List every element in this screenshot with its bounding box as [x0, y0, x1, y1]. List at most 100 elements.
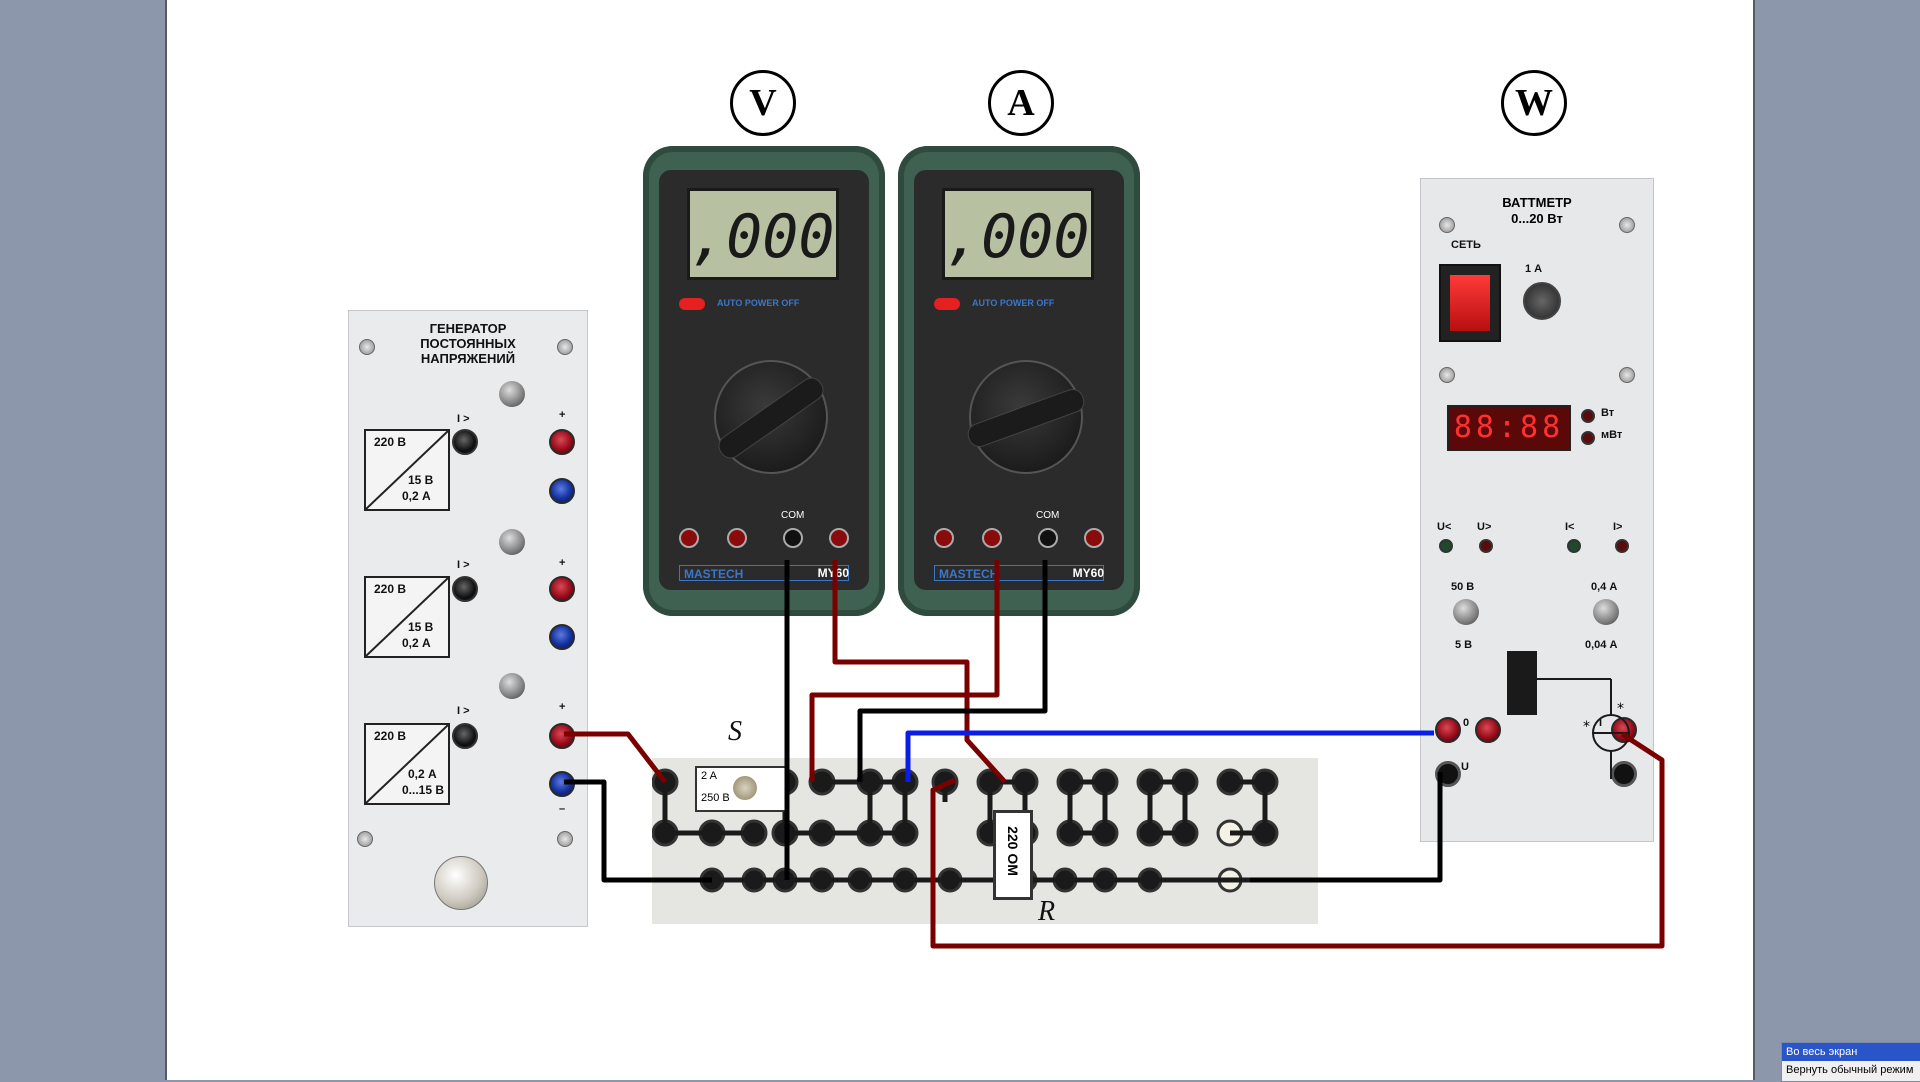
wattmeter-title: ВАТТМЕТР 0...20 Вт [1502, 195, 1572, 226]
com-label: COM [1036, 510, 1060, 521]
unit-milliwatt-label: мВт [1601, 429, 1623, 441]
meter-face: ,000 AUTO POWER OFF COM MASTECH MY60 [914, 170, 1124, 590]
u-high-label: U> [1477, 521, 1492, 533]
blue-wire-board-to-wattmeter [905, 730, 1434, 782]
led-i-high [1615, 539, 1629, 553]
current-terminal-1[interactable] [1475, 717, 1501, 743]
led-i-low [1567, 539, 1581, 553]
i-low-label: I< [1565, 521, 1575, 533]
jack-com[interactable] [783, 528, 803, 548]
jack-10a[interactable] [934, 528, 954, 548]
voltage-range-toggle[interactable] [1453, 599, 1479, 625]
switch-label: S [728, 716, 742, 747]
ammeter-multimeter: ,000 AUTO POWER OFF COM MASTECH MY60 [898, 146, 1140, 616]
negative-terminal-1[interactable] [549, 478, 575, 504]
overcurrent-label: I > [457, 559, 470, 571]
output-voltage: 15 В [408, 473, 434, 487]
jack-ma[interactable] [727, 528, 747, 548]
meter-input-jacks [679, 528, 849, 552]
red-wire-voltmeter-v [832, 560, 1007, 784]
range-u-high-label: 50 В [1451, 581, 1475, 593]
power-rocker-switch[interactable] [1439, 264, 1501, 342]
led-watt [1581, 409, 1595, 423]
fuse-holder[interactable] [1523, 282, 1561, 320]
screw-icon [1439, 217, 1455, 233]
overcurrent-label: I > [457, 705, 470, 717]
brand-label: MASTECH [679, 565, 849, 581]
jack-ma[interactable] [982, 528, 1002, 548]
red-wire-generator-to-board [564, 731, 667, 784]
output-voltage: 15 В [408, 620, 434, 634]
ammeter-label: A [988, 70, 1054, 136]
menu-item-fullscreen[interactable]: Во весь экран [1782, 1043, 1920, 1061]
screw-icon [557, 831, 573, 847]
toggle-switch-1[interactable] [499, 381, 525, 407]
voltage-adjust-knob[interactable] [434, 856, 488, 910]
positive-terminal-2[interactable] [549, 576, 575, 602]
meter-input-jacks [934, 528, 1104, 552]
toggle-switch-2[interactable] [499, 529, 525, 555]
wattmeter-panel: ВАТТМЕТР 0...20 Вт СЕТЬ 1 А 88:88 Вт мВт… [1420, 178, 1654, 842]
positive-terminal-1[interactable] [549, 429, 575, 455]
generator-panel: ГЕНЕРАТОР ПОСТОЯННЫХ НАПРЯЖЕНИЙ 220 В 15… [348, 310, 588, 927]
wattmeter-label: W [1501, 70, 1567, 136]
current-terminal-zero[interactable] [1435, 717, 1461, 743]
overcurrent-label: I > [457, 413, 470, 425]
indicator-jack [452, 576, 478, 602]
svg-text:*: * [1617, 701, 1624, 717]
auto-power-off-label: AUTO POWER OFF [717, 298, 800, 308]
wattmeter-display: 88:88 [1447, 405, 1571, 451]
power-button[interactable] [679, 298, 705, 310]
current-range-toggle[interactable] [1593, 599, 1619, 625]
range-selector-dial[interactable] [965, 360, 1087, 474]
input-voltage: 220 В [374, 582, 407, 596]
fuse-switch[interactable]: 2 A 250 В [695, 766, 787, 812]
voltmeter-label: V [730, 70, 796, 136]
red-wire-ammeter-ma [809, 560, 1000, 782]
terminal-zero-label: 0 [1463, 717, 1470, 729]
screw-icon [359, 339, 375, 355]
generator-block-3: 220 В 0,2 А 0...15 В [364, 723, 450, 805]
jack-10a[interactable] [679, 528, 699, 548]
screw-icon [1619, 217, 1635, 233]
terminal-u-label: U [1461, 761, 1469, 773]
range-i-low-label: 0,04 А [1585, 639, 1618, 651]
generator-block-1: 220 В 15 В 0,2 А [364, 429, 450, 511]
switch-knob-icon [733, 776, 757, 800]
jack-v-ohm[interactable] [829, 528, 849, 548]
wattmeter-schematic: * * [1507, 651, 1630, 779]
voltage-terminal-common[interactable] [1611, 761, 1637, 787]
svg-text:*: * [1583, 719, 1590, 735]
power-button[interactable] [934, 298, 960, 310]
power-label: СЕТЬ [1451, 239, 1481, 251]
range-i-high-label: 0,4 А [1591, 581, 1618, 593]
jack-com[interactable] [1038, 528, 1058, 548]
u-low-label: U< [1437, 521, 1452, 533]
resistor-label: R [1038, 896, 1056, 927]
fuse-label: 1 А [1525, 263, 1543, 275]
toggle-switch-3[interactable] [499, 673, 525, 699]
input-voltage: 220 В [374, 435, 407, 449]
menu-item-restore[interactable]: Вернуть обычный режим [1786, 1064, 1914, 1076]
com-label: COM [781, 510, 805, 521]
black-wire-generator-to-board [564, 779, 712, 883]
switch-voltage-label: 250 В [701, 792, 730, 804]
lcd-display: ,000 [942, 188, 1094, 280]
output-voltage-range: 0...15 В [402, 783, 445, 797]
led-u-low [1439, 539, 1453, 553]
screw-icon [1619, 367, 1635, 383]
screw-icon [1439, 367, 1455, 383]
meter-face: ,000 AUTO POWER OFF COM MASTECH MY60 [659, 170, 869, 590]
generator-block-2: 220 В 15 В 0,2 А [364, 576, 450, 658]
model-label: MY60 [1072, 566, 1104, 580]
negative-terminal-2[interactable] [549, 624, 575, 650]
indicator-jack [452, 429, 478, 455]
red-wire-wattmeter-i-loop [930, 731, 1665, 949]
generator-title: ГЕНЕРАТОР ПОСТОЯННЫХ НАПРЯЖЕНИЙ [420, 321, 516, 366]
plus-label: + [559, 701, 566, 713]
range-selector-dial[interactable] [714, 360, 828, 474]
i-high-label: I> [1613, 521, 1623, 533]
brand-label: MASTECH [934, 565, 1104, 581]
jack-v-ohm[interactable] [1084, 528, 1104, 548]
voltmeter-multimeter: ,000 AUTO POWER OFF COM MASTECH MY60 [643, 146, 885, 616]
